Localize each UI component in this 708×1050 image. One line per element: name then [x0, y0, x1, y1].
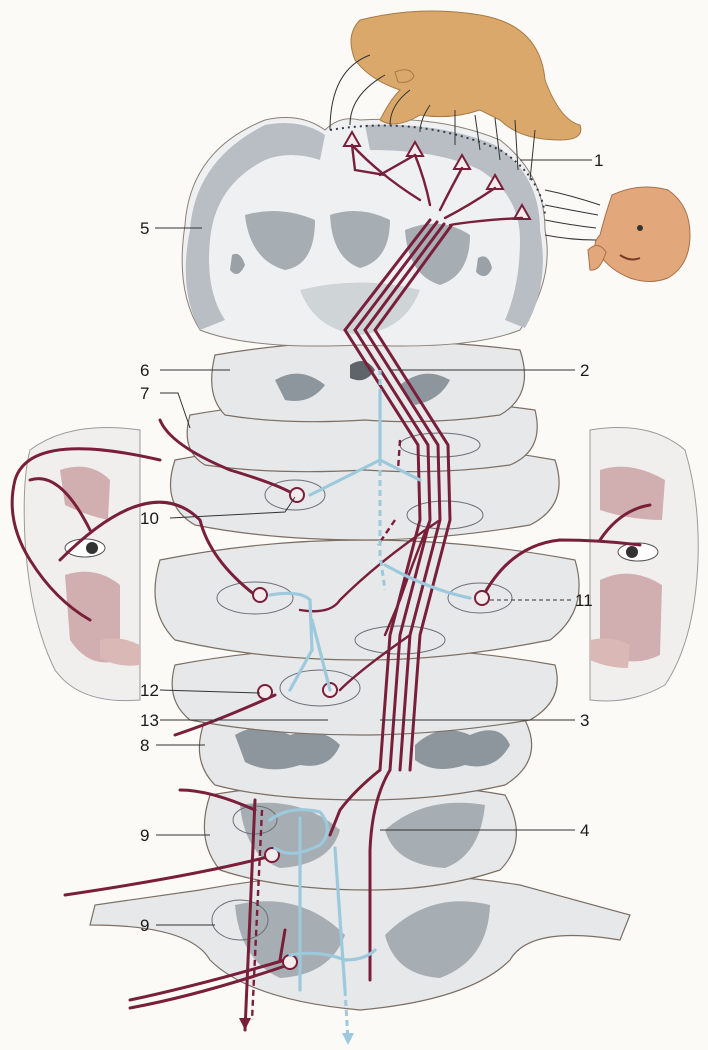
label-7: 7	[140, 384, 149, 403]
label-5: 5	[140, 219, 149, 238]
label-9-lower: 9	[140, 916, 149, 935]
label-3: 3	[580, 711, 589, 730]
label-8: 8	[140, 736, 149, 755]
label-11: 11	[575, 591, 593, 610]
label-1: 1	[594, 151, 603, 170]
label-12: 12	[140, 681, 159, 700]
pons-lower-section	[172, 648, 557, 736]
left-face-muscles	[24, 428, 140, 701]
label-2: 2	[580, 361, 589, 380]
homunculus-head-figure	[588, 187, 690, 282]
cerebrum-coronal-section	[182, 118, 547, 346]
right-face-muscles	[590, 428, 698, 702]
homunculus-body-figure	[351, 11, 581, 140]
label-10: 10	[140, 509, 159, 528]
label-9-upper: 9	[140, 826, 149, 845]
label-6: 6	[140, 361, 149, 380]
label-4: 4	[580, 821, 589, 840]
label-13: 13	[140, 711, 159, 730]
